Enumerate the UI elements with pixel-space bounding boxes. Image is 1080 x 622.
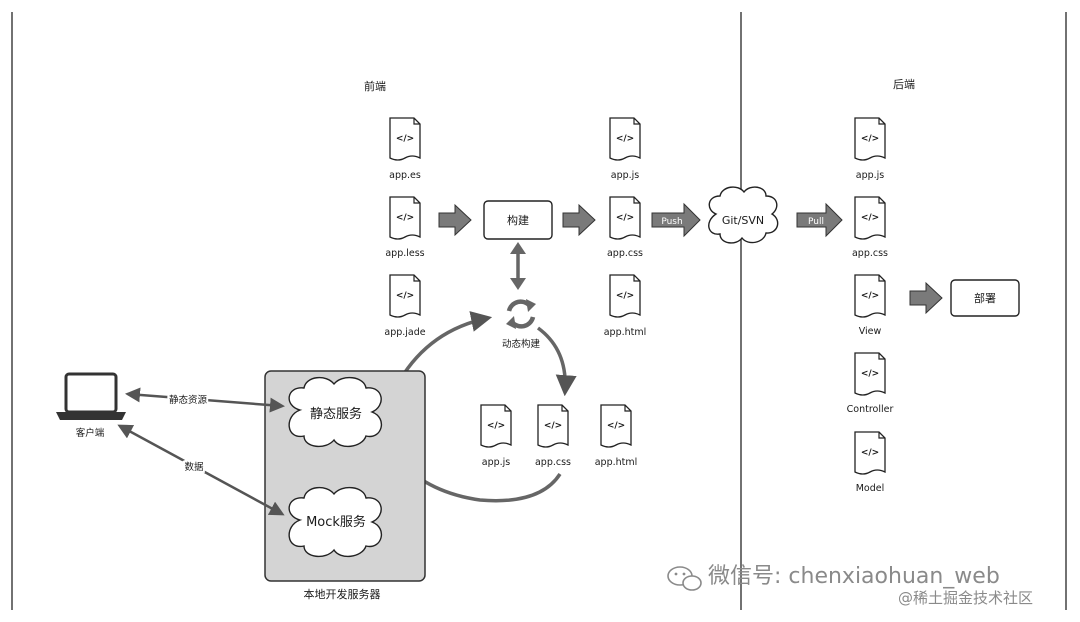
svg-text:app.jade: app.jade: [384, 327, 425, 338]
svg-text:app.html: app.html: [595, 457, 638, 468]
static-service-cloud: 静态服务: [288, 377, 383, 447]
svg-text:app.css: app.css: [535, 457, 571, 468]
built-file-js: </> app.js: [609, 117, 641, 181]
deploy-box: 部署: [950, 279, 1020, 317]
file-code-icon: </>: [616, 134, 634, 144]
laptop-icon: [56, 372, 126, 420]
static-service-to-dynamic-arrow: [398, 311, 493, 381]
build-sync-arrow: [510, 242, 526, 290]
fat-arrow-icon: [438, 204, 472, 236]
svg-text:app.es: app.es: [389, 170, 421, 181]
dynamic-build-label: 动态构建: [502, 338, 541, 350]
build-box: 构建: [483, 200, 553, 240]
file-code-icon: </>: [616, 213, 634, 223]
svg-text:Push: Push: [661, 217, 682, 227]
backend-file-controller: </> Controller: [847, 352, 894, 415]
svg-text:app.css: app.css: [607, 248, 643, 259]
built-file-css: </> app.css: [607, 196, 643, 259]
svg-text:构建: 构建: [507, 213, 529, 227]
file-code-icon: </>: [861, 291, 879, 301]
backend-file-model: </> Model: [854, 431, 886, 494]
file-code-icon: </>: [861, 448, 879, 458]
svg-text:部署: 部署: [974, 291, 996, 305]
data-arrow: [117, 424, 285, 516]
dynamic-file-js: </> app.js: [480, 404, 512, 468]
dynamic-to-files-arrow: [536, 326, 577, 397]
backend-title: 后端: [893, 78, 915, 91]
svg-text:app.js: app.js: [611, 170, 640, 181]
fat-arrow-icon: [909, 282, 943, 314]
svg-text:app.css: app.css: [852, 248, 888, 259]
source-file-es: </> app.es: [389, 117, 421, 181]
static-resources-arrow: [125, 387, 285, 413]
file-code-icon: </>: [487, 421, 505, 431]
file-code-icon: </>: [616, 291, 634, 301]
git-svn-cloud: Git/SVN: [708, 186, 779, 244]
file-code-icon: </>: [861, 213, 879, 223]
file-code-icon: </>: [396, 291, 414, 301]
push-arrow: Push: [651, 202, 701, 238]
fat-arrow-icon: [562, 204, 596, 236]
file-code-icon: </>: [396, 134, 414, 144]
dynamic-file-html: </> app.html: [595, 404, 638, 468]
file-code-icon: </>: [861, 369, 879, 379]
file-code-icon: </>: [861, 134, 879, 144]
frontend-title: 前端: [364, 79, 386, 93]
backend-file-css: </> app.css: [852, 196, 888, 259]
backend-file-view: </> View: [854, 274, 886, 337]
wechat-icon: [667, 566, 702, 591]
source-file-less: </> app.less: [385, 196, 425, 259]
source-file-jade: </> app.jade: [384, 274, 426, 338]
client-label: 客户端: [76, 427, 105, 439]
svg-text:app.less: app.less: [385, 248, 424, 259]
backend-file-js: </> app.js: [854, 117, 886, 181]
svg-text:app.js: app.js: [482, 457, 511, 468]
file-code-icon: </>: [396, 213, 414, 223]
static-resources-label: 静态资源: [169, 394, 208, 406]
watermark-text: 微信号: chenxiaohuan_web: [708, 564, 1000, 589]
svg-text:Mock服务: Mock服务: [306, 514, 366, 530]
svg-text:Git/SVN: Git/SVN: [722, 214, 764, 227]
local-server-label: 本地开发服务器: [304, 587, 381, 601]
file-code-icon: </>: [544, 421, 562, 431]
svg-text:Pull: Pull: [808, 217, 824, 227]
svg-text:静态服务: 静态服务: [310, 406, 362, 422]
mock-service-cloud: Mock服务: [288, 487, 383, 557]
dynamic-file-css: </> app.css: [535, 404, 571, 468]
built-file-html: </> app.html: [604, 274, 647, 338]
svg-text:app.js: app.js: [856, 170, 885, 181]
svg-text:Model: Model: [856, 483, 885, 494]
data-label: 数据: [184, 461, 204, 473]
file-code-icon: </>: [607, 421, 625, 431]
svg-text:View: View: [859, 326, 882, 337]
svg-text:app.html: app.html: [604, 327, 647, 338]
refresh-icon: [506, 299, 536, 329]
pull-arrow: Pull: [796, 202, 843, 238]
svg-text:Controller: Controller: [847, 404, 894, 415]
watermark-sub: @稀土掘金技术社区: [898, 589, 1033, 607]
